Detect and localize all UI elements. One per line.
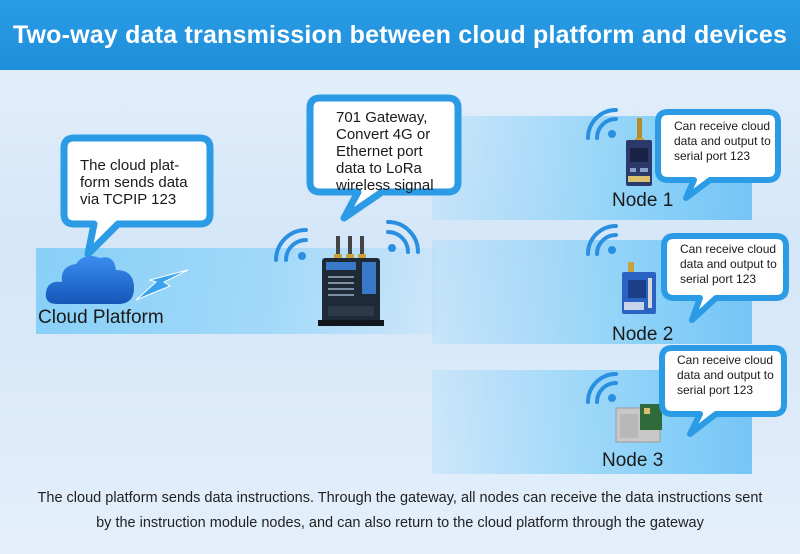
wifi-icon — [586, 108, 618, 140]
footer-description: The cloud platform sends data instructio… — [0, 486, 800, 536]
lora-module-icon — [615, 404, 662, 443]
wifi-icon — [274, 228, 308, 262]
node-3-speech-bubble — [659, 345, 787, 437]
lora-module-icon — [626, 118, 652, 186]
cloud-platform-label: Cloud Platform — [38, 307, 164, 328]
footer-line-1: The cloud platform sends data instructio… — [37, 490, 763, 506]
cloud-bubble-text: The cloud plat- form sends data via TCPI… — [80, 157, 188, 208]
node-1-speech-bubble — [655, 109, 781, 201]
node-2-label: Node 2 — [612, 324, 674, 345]
footer-line-2: by the instruction module nodes, and can… — [96, 515, 704, 531]
cloud-speech-bubble — [60, 134, 214, 258]
node-3-label: Node 3 — [602, 450, 664, 471]
gateway-device-icon — [318, 236, 384, 326]
node-1-label: Node 1 — [612, 190, 674, 211]
lora-module-icon — [622, 262, 656, 314]
wifi-icon — [586, 372, 618, 404]
gateway-bubble-text: 701 Gateway, Convert 4G or Ethernet port… — [336, 109, 434, 194]
cloud-icon — [45, 256, 134, 304]
node-1-bubble-text: Can receive cloud data and output to ser… — [674, 119, 771, 163]
node-2-bubble-text: Can receive cloud data and output to ser… — [680, 242, 777, 286]
wifi-icon — [386, 220, 420, 254]
node-2-speech-bubble — [661, 233, 789, 323]
lightning-icon — [135, 269, 189, 301]
wifi-icon — [586, 224, 618, 256]
node-3-bubble-text: Can receive cloud data and output to ser… — [677, 353, 774, 397]
gateway-speech-bubble — [306, 94, 462, 222]
page-title: Two-way data transmission between cloud … — [12, 21, 788, 49]
header-banner: Two-way data transmission between cloud … — [0, 0, 800, 70]
